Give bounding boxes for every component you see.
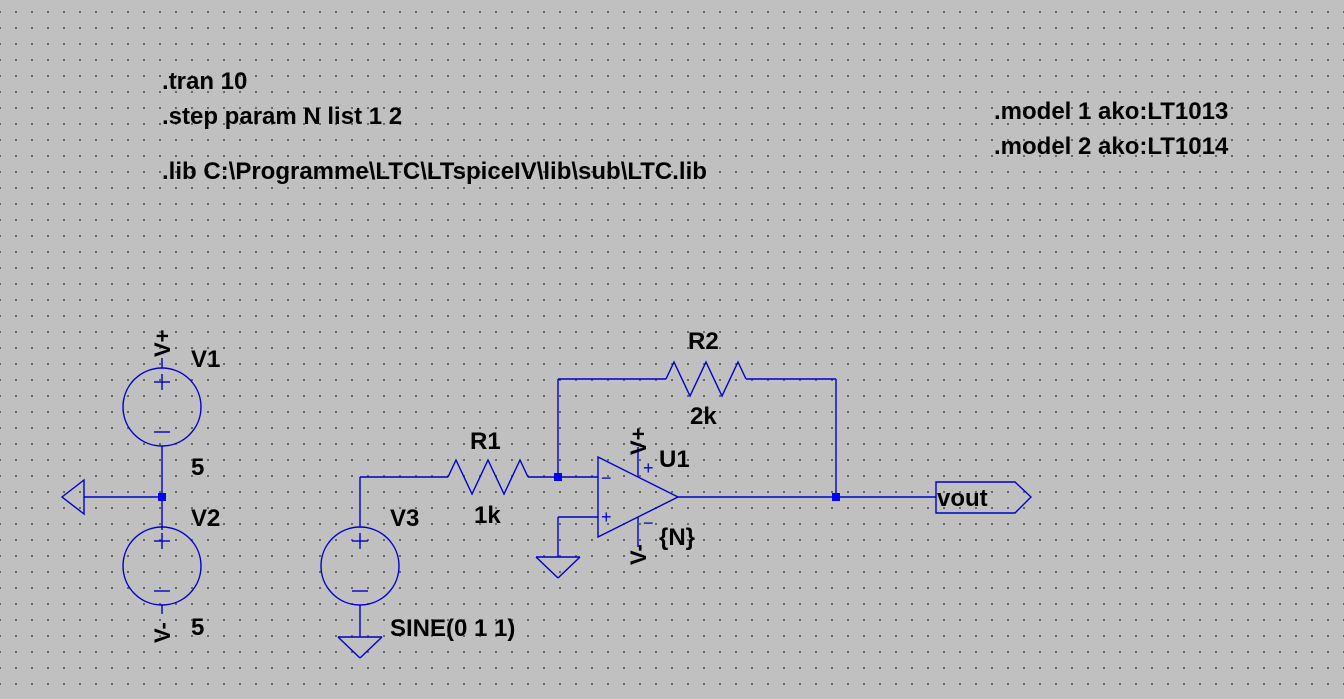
r1-resistor[interactable] [447,458,529,496]
v2-source[interactable] [122,526,202,606]
r1-value[interactable]: 1k [474,502,501,529]
u1-name[interactable]: U1 [659,446,690,473]
v1-value[interactable]: 5 [191,454,204,481]
vout-port[interactable]: vout [935,481,1033,514]
v2-name[interactable]: V2 [191,505,220,532]
r2-resistor[interactable] [665,360,747,398]
directive-model-2[interactable]: .model 2 ako:LT1014 [994,133,1229,160]
u1-pos-supply-sign: + [643,458,654,478]
supply-section: V+ V1 5 V2 5 V- [60,329,220,643]
v1-net-label[interactable]: V+ [150,329,175,357]
u1-opamp[interactable]: − + + − [597,447,680,547]
v3-source[interactable] [320,526,400,606]
r1-zigzag [447,458,529,496]
r2-zigzag [665,360,747,398]
v1-source[interactable] [122,367,202,447]
u1-model[interactable]: {N} [659,524,695,551]
v3-name[interactable]: V3 [390,505,419,532]
directive-tran[interactable]: .tran 10 [162,68,247,95]
junction-inv-input[interactable] [554,473,562,481]
ground-noninv-icon[interactable] [535,556,581,579]
directive-lib[interactable]: .lib C:\Programme\LTC\LTspiceIV\lib\sub\… [162,158,707,185]
v1-name[interactable]: V1 [191,346,220,373]
vout-label: vout [937,485,988,512]
v3-value[interactable]: SINE(0 1 1) [390,615,515,642]
v2-net-label[interactable]: V- [150,622,175,643]
r1-name[interactable]: R1 [470,428,501,455]
u1-neg-supply-sign: − [643,513,654,533]
u1-pos-supply-label[interactable]: V+ [626,427,651,455]
v2-value[interactable]: 5 [191,614,204,641]
junction-output[interactable] [832,493,840,501]
directive-step[interactable]: .step param N list 1 2 [162,103,402,130]
u1-noninv-sign: + [601,507,612,527]
ground-left-icon[interactable] [60,478,85,516]
r2-value[interactable]: 2k [690,403,717,430]
ground-v3-icon[interactable] [337,636,383,659]
r2-name[interactable]: R2 [688,328,719,355]
input-section: V3 SINE(0 1 1) [320,476,515,659]
directive-model-1[interactable]: .model 1 ako:LT1013 [994,98,1228,125]
u1-neg-supply-label[interactable]: V- [626,544,651,565]
vout-port-shape [935,481,1033,514]
u1-inv-sign: − [601,468,612,488]
junction-supply-mid[interactable] [158,493,166,501]
